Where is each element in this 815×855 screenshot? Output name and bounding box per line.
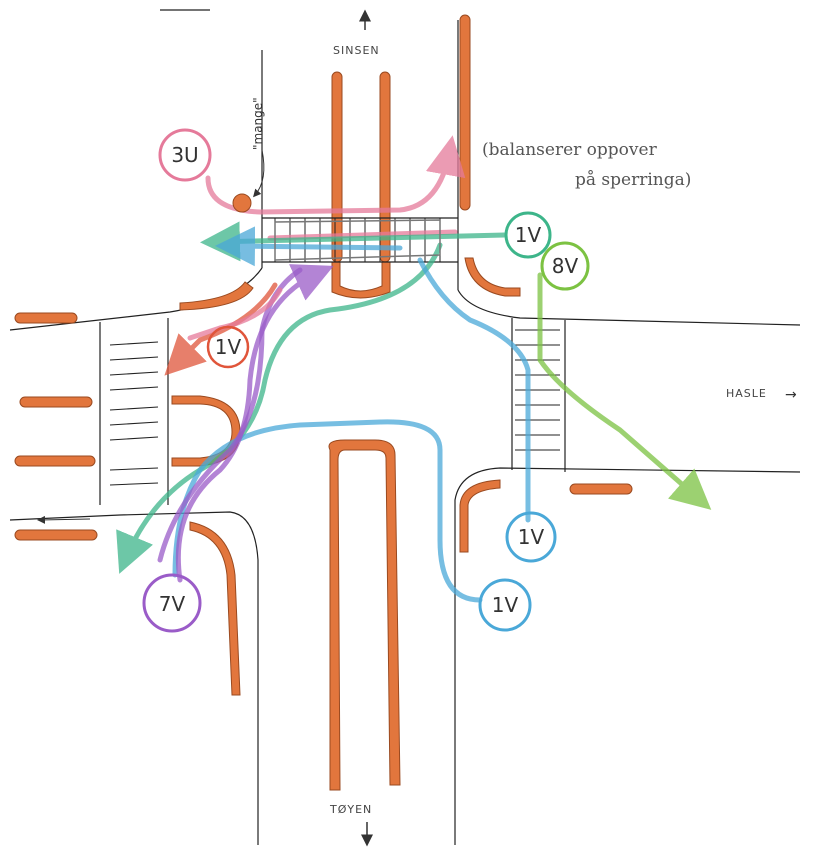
svg-text:8V: 8V xyxy=(552,254,579,278)
circle-1v-blue-south: 1V xyxy=(480,580,530,630)
label-hasle: HASLE xyxy=(726,387,767,400)
circle-1v-blue-east: 1V xyxy=(507,513,555,561)
flow-blue-1v-south xyxy=(175,422,480,600)
label-hasle-arrow: → xyxy=(785,387,797,403)
label-sinsen: SINSEN xyxy=(333,44,380,57)
road-outlines xyxy=(10,10,800,845)
annotation-note-line1: (balanserer oppover xyxy=(482,140,658,160)
svg-text:1V: 1V xyxy=(492,593,519,617)
flow-blue-west xyxy=(230,246,400,248)
curbs xyxy=(15,15,632,790)
annotation-note-line2: på sperringa) xyxy=(575,170,691,190)
svg-text:7V: 7V xyxy=(159,592,186,616)
flow-green-8v xyxy=(540,275,700,500)
west-arrow xyxy=(40,519,90,520)
circle-3u: 3U xyxy=(160,130,210,180)
circle-7v: 7V xyxy=(144,575,200,631)
svg-text:1V: 1V xyxy=(215,335,242,359)
crosswalk-west xyxy=(100,318,168,505)
svg-text:3U: 3U xyxy=(171,143,198,167)
svg-text:1V: 1V xyxy=(515,223,542,247)
annotation-mange: "mange" xyxy=(251,97,265,150)
flow-teal-west xyxy=(215,235,505,242)
svg-text:1V: 1V xyxy=(518,525,545,549)
circle-8v: 8V xyxy=(542,243,588,289)
circle-1v-red: 1V xyxy=(208,327,248,367)
label-toyen: TØYEN xyxy=(329,803,372,816)
mange-dot xyxy=(233,194,251,212)
circle-1v-teal: 1V xyxy=(506,213,550,257)
